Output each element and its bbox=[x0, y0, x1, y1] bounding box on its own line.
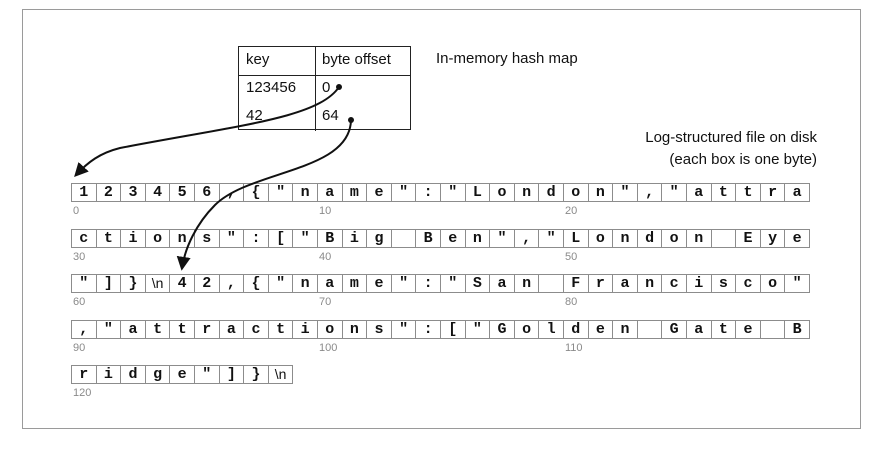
byte-cell: t bbox=[267, 320, 294, 339]
byte-index-label: 100 bbox=[319, 342, 338, 354]
byte-index-label: 70 bbox=[319, 296, 332, 308]
byte-cell: i bbox=[686, 274, 712, 293]
byte-index-label: 50 bbox=[565, 251, 578, 263]
byte-cell: : bbox=[243, 229, 269, 248]
byte-cell: " bbox=[489, 229, 515, 248]
byte-index-label: 40 bbox=[319, 251, 332, 263]
byte-cell: 5 bbox=[169, 183, 195, 202]
byte-index-label: 0 bbox=[73, 205, 80, 217]
hash-key: 123456 bbox=[246, 79, 297, 96]
byte-index-label: 30 bbox=[73, 251, 86, 263]
byte-index-label: 120 bbox=[73, 387, 92, 399]
byte-cell: " bbox=[71, 274, 97, 293]
byte-cell: r bbox=[587, 274, 614, 293]
byte-cell: " bbox=[390, 320, 417, 339]
byte-cell: e bbox=[784, 229, 810, 248]
byte-cell: F bbox=[563, 274, 589, 293]
byte-cell: G bbox=[489, 320, 515, 339]
key-column-header: key bbox=[246, 51, 270, 68]
byte-cell: { bbox=[243, 183, 269, 202]
log-file-caption: Log-structured file on disk bbox=[645, 129, 817, 146]
byte-cell: \n bbox=[267, 365, 294, 384]
column-divider bbox=[315, 103, 316, 131]
offset-64-arrow bbox=[176, 119, 352, 271]
byte-cell: " bbox=[218, 229, 245, 248]
byte-cell: a bbox=[317, 274, 343, 293]
byte-index-label: 60 bbox=[73, 296, 86, 308]
byte-index-label: 80 bbox=[565, 296, 578, 308]
byte-cell: 4 bbox=[144, 183, 171, 202]
byte-cell: a bbox=[120, 320, 146, 339]
byte-cell: r bbox=[194, 320, 220, 339]
hash-key: 42 bbox=[246, 107, 263, 124]
byte-index-label: 20 bbox=[565, 205, 578, 217]
byte-cell: r bbox=[71, 365, 97, 384]
hash-map-row: 123456 0 bbox=[239, 75, 410, 103]
byte-cell: o bbox=[563, 183, 589, 202]
byte-cell: B bbox=[784, 320, 810, 339]
byte-cell: G bbox=[661, 320, 687, 339]
byte-cell: d bbox=[636, 229, 663, 248]
column-divider bbox=[315, 75, 316, 103]
hash-map-row: 42 64 bbox=[239, 103, 410, 131]
hash-map-header-row: key byte offset bbox=[239, 47, 410, 76]
byte-cell: " bbox=[784, 274, 810, 293]
byte-cell: d bbox=[538, 183, 564, 202]
byte-index-label: 90 bbox=[73, 342, 86, 354]
figure-frame bbox=[22, 9, 861, 429]
byte-cell: s bbox=[366, 320, 392, 339]
hash-offset: 64 bbox=[322, 107, 339, 124]
byte-cell: L bbox=[563, 229, 589, 248]
byte-index-label: 10 bbox=[319, 205, 332, 217]
hash-map-caption: In-memory hash map bbox=[436, 50, 578, 67]
byte-cell: " bbox=[390, 274, 417, 293]
hash-offset: 0 bbox=[322, 79, 331, 96]
byte-cell: o bbox=[759, 274, 786, 293]
byte-index-label: 110 bbox=[565, 342, 583, 354]
byte-cell: a bbox=[784, 183, 810, 202]
column-divider bbox=[315, 47, 316, 75]
byte-cell: o bbox=[317, 320, 343, 339]
offset-0-arrow bbox=[74, 86, 340, 178]
log-file-subcaption: (each box is one byte) bbox=[669, 151, 817, 168]
hash-map-table: key byte offset 123456 0 42 64 bbox=[238, 46, 411, 131]
byte-cell: d bbox=[563, 320, 589, 339]
byte-cell: t bbox=[144, 320, 171, 339]
offset-column-header: byte offset bbox=[322, 51, 391, 68]
byte-cell: o bbox=[587, 229, 614, 248]
